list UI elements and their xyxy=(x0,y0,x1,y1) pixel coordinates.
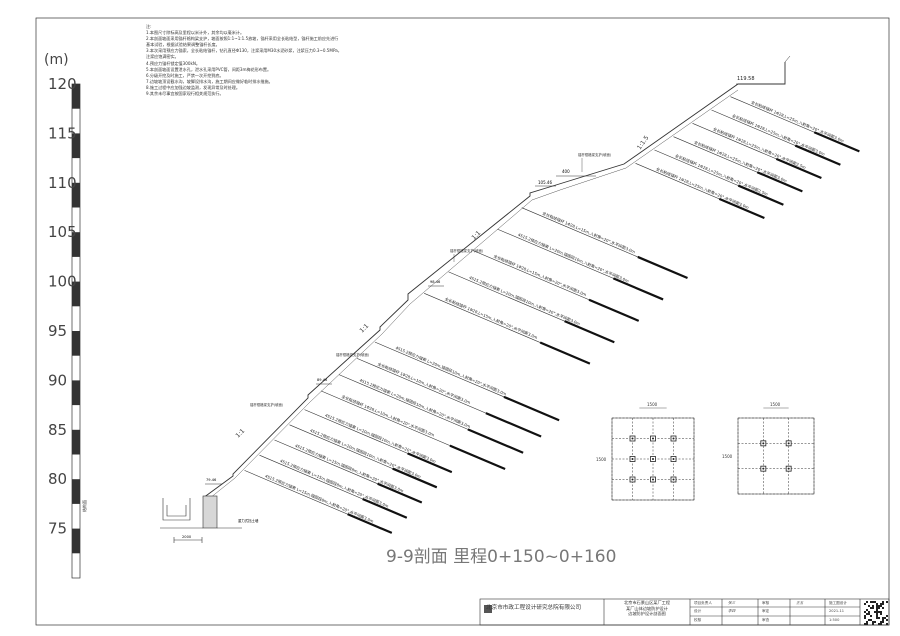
anchor: 全长粘结锚杆 1Φ28,L=25m,入射角=20°,水平间距3.0m xyxy=(635,163,765,220)
detail-dim: 1500 xyxy=(722,454,733,459)
project-line-2: 某厂山体边坡防护设计 xyxy=(626,605,668,611)
slope-ratio-1: 1:1.5 xyxy=(636,134,651,151)
toe-structure xyxy=(160,495,242,543)
signature-1: 张三 xyxy=(728,601,736,605)
anchor: 全长粘结锚杆 1Φ28,L=15m,入射角=20°,水平间距3.0m xyxy=(424,293,591,365)
title-block xyxy=(479,598,890,626)
role-label-4: 审核 xyxy=(762,601,770,605)
ruler-label: 80 xyxy=(48,470,67,488)
note-item: 4.预应力锚杆锁定值300kN。 xyxy=(146,60,200,66)
grid-detail-left: 1500 1500 xyxy=(596,402,695,501)
scale-label: 1:500 xyxy=(829,618,840,622)
project-info: 北京市石景山区某厂工程 某厂山体边坡防护设计 边坡防护设计剖面图 xyxy=(606,600,688,617)
detail-dim: 1500 xyxy=(770,402,781,407)
anchor: 4S15.2预应力锚索 L=20m,锚固段10m,入射角=20°,水平间距3.0… xyxy=(374,341,560,422)
bench-elev-3: 79.46 xyxy=(206,478,217,482)
anchor-label: 4S15.2预应力锚索 L=20m,锚固段10m,入射角=20°,水平间距3.0… xyxy=(359,378,472,430)
qr-code xyxy=(864,601,888,625)
grid-detail-right: 1500 1500 xyxy=(722,402,815,495)
section-title: 9-9剖面 里程0+150~0+160 xyxy=(386,547,616,567)
top-elevation-label: 119.58 xyxy=(737,76,755,82)
role-label-3: 校核 xyxy=(694,618,702,622)
note-item: 2.本剖面坡面采用锚杆格构梁支护，坡面按照1:1~1:1.5放坡，锚杆采用全长粘… xyxy=(146,36,339,48)
signature-3: 王五 xyxy=(796,601,804,605)
ruler-label: 110 xyxy=(48,174,77,192)
callout-4: 锚杆框格梁支护(坡面) xyxy=(250,402,284,407)
bench-markers xyxy=(205,175,596,485)
bench-elev-1: 98.46 xyxy=(430,280,441,284)
elevation-ruler: (m) 120 115 110 105 100 95 90 85 80 75 结构面 xyxy=(44,52,87,579)
role-label-1: 项目负责人 xyxy=(694,601,712,605)
callout-2: 锚杆框格梁支护(坡面) xyxy=(450,248,484,253)
bench-callouts: 锚杆框格梁支护(坡面) 锚杆框格梁支护(坡面) 锚杆框格梁支护(坡面) 锚杆框格… xyxy=(250,152,612,407)
note-item: 6.分级开挖及时施工，严禁一次开挖到底。 xyxy=(146,72,224,78)
note-item: 7.边坡坡顶设截水沟，坡脚设排水沟，施工期间应做好临时排水措施。 xyxy=(146,78,273,84)
slope-ratio-4: 1:1 xyxy=(234,428,246,440)
anchor-label: 全长粘结锚杆 1Φ28,L=25m,入射角=20°,水平间距3.0m xyxy=(750,100,844,144)
bench-elev-2: 89.46 xyxy=(317,378,328,382)
ruler-label: 105 xyxy=(48,223,77,241)
role-label-6: 审查 xyxy=(762,618,770,622)
anchor-label: 4S15.2预应力锚索 L=20m,锚固段10m,入射角=20°,水平间距3.0… xyxy=(395,345,508,397)
anchor-label: 全长粘结锚杆 1Φ28,L=25m,入射角=20°,水平间距3.0m xyxy=(731,113,825,157)
note-item: 5.本剖面坡面设置泄水孔，泄水孔采用PVC管，间距3m梅花形布置。 xyxy=(146,66,272,72)
note-item: 3.本次采用预应力锚索，全长粘结锚杆，钻孔直径Φ130，注浆采用M30水泥砂浆，… xyxy=(146,48,342,60)
slope-ratio-2: 1:1 xyxy=(470,230,482,242)
org-name: 北京市市政工程设计研究总院有限公司 xyxy=(486,605,582,611)
bench-width-1: 400 xyxy=(562,169,570,174)
design-notes: 注: 1.本图尺寸除标高及里程以米计外，其余均以毫米计。2.本剖面坡面采用锚杆格… xyxy=(146,24,342,97)
project-line-3: 边坡防护设计剖面图 xyxy=(628,611,666,617)
ruler-label: 85 xyxy=(48,421,67,439)
ruler-label: 120 xyxy=(48,75,77,93)
sheet-border xyxy=(35,17,890,626)
ruler-label: 75 xyxy=(48,520,67,538)
role-label-5: 审定 xyxy=(762,609,770,613)
project-line-1: 北京市石景山区某厂工程 xyxy=(623,600,671,605)
anchor-label: 全长粘结锚杆 1Φ28,L=25m,入射角=20°,水平间距3.0m xyxy=(693,140,787,184)
ruler-label: 115 xyxy=(48,124,77,142)
toe-note: 重力式挡土墙 xyxy=(238,518,259,523)
note-item: 9.其余未尽事宜按国家现行相关规范执行。 xyxy=(146,91,224,97)
bench-width-2: 105.46 xyxy=(538,180,552,185)
notes-header: 注: xyxy=(146,24,152,29)
drawing-number: 2021-11 xyxy=(829,609,845,613)
anchor-label: 全长粘结锚杆 1Φ28,L=10m,入射角=20°,水平间距3.0m xyxy=(377,361,471,405)
callout-1: 锚杆框格梁支护(坡面) xyxy=(578,152,612,157)
ruler-label: 100 xyxy=(48,273,77,291)
anchor-label: 全长粘结锚杆 1Φ28,L=25m,入射角=20°,水平间距2.5m xyxy=(674,153,768,197)
toe-width: 2000 xyxy=(182,535,192,539)
slope-ratio-3: 1:1 xyxy=(358,323,370,335)
ruler-label: 90 xyxy=(48,371,67,389)
detail-dim: 1500 xyxy=(596,457,607,462)
ruler-side-label: 结构面 xyxy=(81,500,87,512)
ground-profile xyxy=(202,55,791,503)
role-label-2: 设计 xyxy=(694,609,702,613)
anchor-label: 全长粘结锚杆 1Φ28,L=25m,入射角=20°,水平间距2.5m xyxy=(712,126,806,170)
detail-dim: 1500 xyxy=(647,402,658,407)
callout-3: 锚杆框格梁支护(坡面) xyxy=(336,352,370,357)
note-item: 8.施工过程中应加强边坡监测，发现异常及时处理。 xyxy=(146,84,240,90)
ruler-unit: (m) xyxy=(44,52,69,68)
anchor-group: 全长粘结锚杆 1Φ28,L=25m,入射角=20°,水平间距3.0m全长粘结锚杆… xyxy=(244,96,860,534)
signature-2: 李四 xyxy=(728,609,736,613)
ruler-label: 95 xyxy=(48,322,67,340)
anchor-label: 全长粘结锚杆 1Φ28,L=25m,入射角=20°,水平间距3.0m xyxy=(655,166,749,210)
stage-label: 施工图设计 xyxy=(829,601,847,605)
note-item: 1.本图尺寸除标高及里程以米计外，其余均以毫米计。 xyxy=(146,30,245,36)
